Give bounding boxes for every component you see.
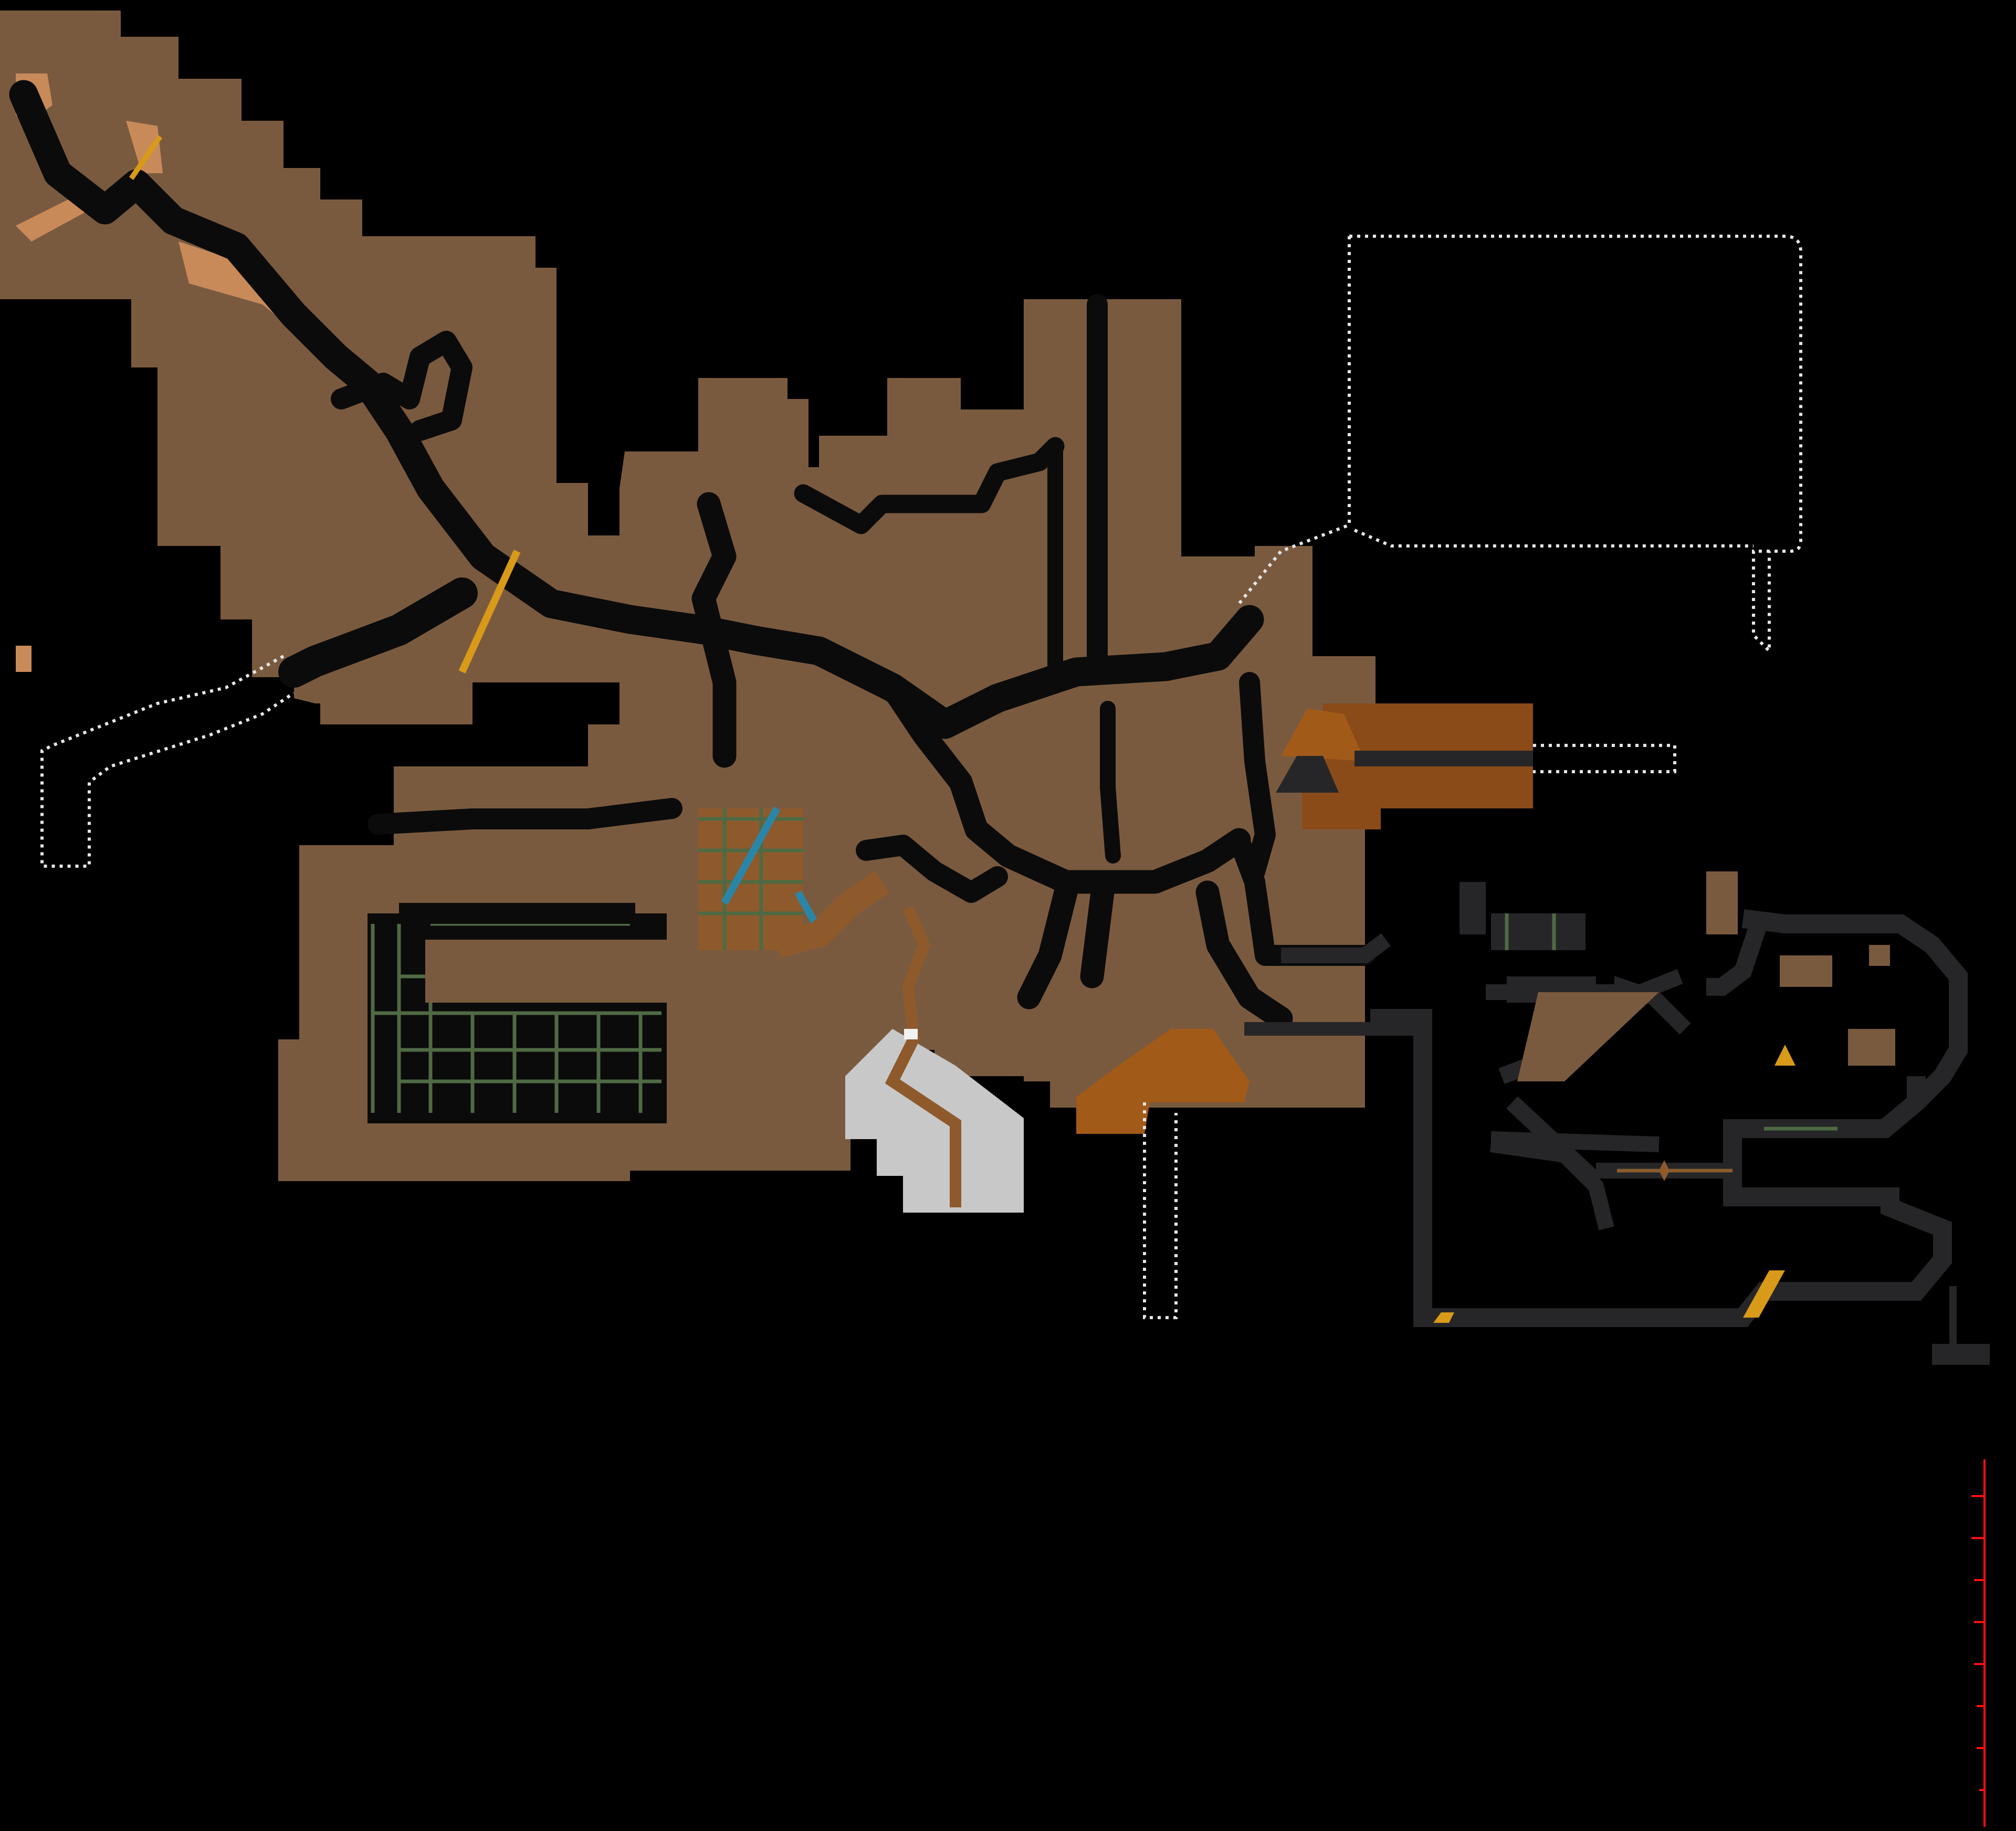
orange-structure-outline — [1533, 744, 1676, 773]
outline-northeast — [1237, 235, 1802, 655]
metal-upper-corridor — [1706, 921, 1768, 996]
outline-south — [1143, 1102, 1178, 1319]
base-pipes — [1505, 913, 1838, 1173]
orange-pyramid-structure — [1276, 703, 1676, 829]
tunnel-spine-junction — [1100, 701, 1121, 864]
metal-room-exit — [1932, 1344, 1990, 1365]
metal-pyramid-base — [1276, 756, 1339, 793]
base-dirt-pocket-5 — [1869, 945, 1890, 966]
base-dirt-pocket-4 — [1848, 1029, 1895, 1066]
base-dirt-pocket-2 — [1706, 871, 1738, 934]
snow-zone — [845, 906, 1024, 1213]
orange-pyramid — [1281, 709, 1365, 761]
outline-west — [40, 655, 295, 868]
snow-marker — [904, 1029, 918, 1039]
grid-base-upper-corridor — [399, 903, 635, 924]
gold-hatch-small — [1433, 1312, 1454, 1323]
metal-inner-loop — [1741, 909, 1968, 1109]
orange-mound-south — [1076, 1029, 1250, 1134]
tunnel-east-link-2 — [1239, 672, 1276, 882]
tunnel-center-spine — [741, 605, 1264, 739]
tunnel-loop-upper — [331, 331, 472, 441]
unexplored-outlines — [40, 235, 1802, 1319]
highlight-2 — [16, 194, 89, 241]
tunnel-south-branch — [856, 835, 1008, 903]
tunnel-west-exit — [278, 577, 478, 688]
dirt-terrain — [0, 10, 1376, 1181]
depth-ruler — [1971, 1459, 1986, 1827]
grid-base-pipes — [371, 922, 662, 1113]
gold-hatch-beam — [1743, 1270, 1785, 1318]
highlight-3 — [126, 121, 163, 173]
gold-beam — [458, 550, 521, 674]
metal-room-1 — [1460, 882, 1486, 934]
tunnel-upper-branch — [794, 437, 1065, 534]
timber-structure — [698, 806, 889, 958]
tunnel-southwest-loop — [368, 798, 682, 835]
tunnel-center-down — [880, 676, 1251, 894]
gold-beam-small — [129, 135, 163, 180]
highlight-5 — [16, 646, 32, 672]
base-bridge-node — [1659, 1160, 1670, 1181]
metal-base-complex — [1244, 871, 1990, 1365]
grid-base-upper-dirt — [425, 940, 677, 1003]
base-dirt-pocket-3 — [1780, 955, 1832, 987]
tunnel-northwest — [9, 80, 771, 655]
tunnel-left-shaft — [691, 492, 737, 768]
tunnels — [9, 80, 1376, 1030]
timber-frame — [698, 808, 803, 950]
base-dirt-pocket-1 — [1517, 992, 1659, 1081]
orange-mound — [1076, 1029, 1250, 1134]
orange-structure-corridor — [1354, 751, 1533, 766]
tunnel-south-fingers — [1017, 880, 1293, 1030]
underground-grid-base — [368, 903, 677, 1123]
gold-triangle-icon[interactable] — [1774, 1045, 1796, 1066]
metal-entry-corridor — [1281, 933, 1391, 963]
timber-stairs — [773, 871, 889, 958]
water-beam-1 — [721, 806, 781, 905]
